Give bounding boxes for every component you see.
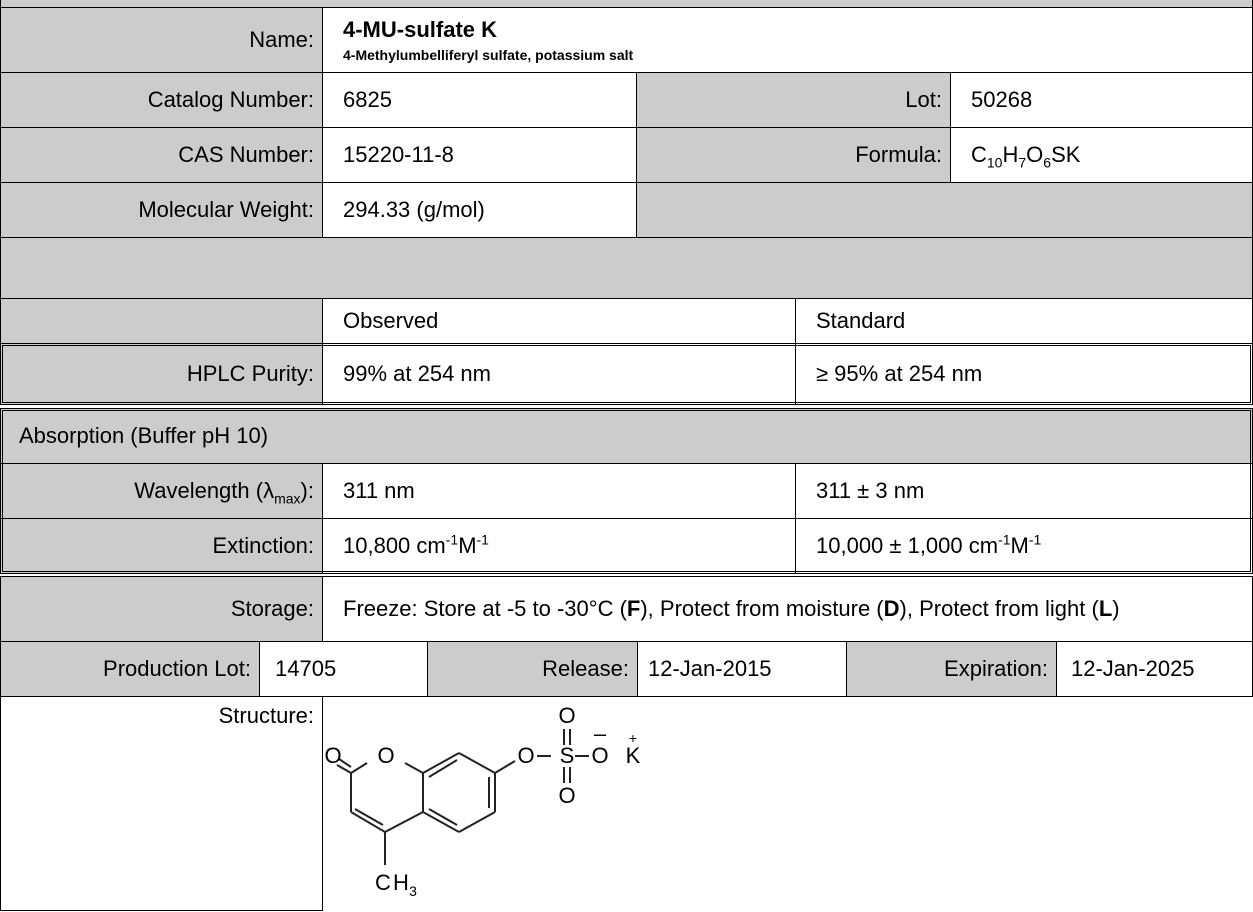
svg-text:O: O xyxy=(324,743,341,768)
storage-text: ) xyxy=(1112,595,1120,621)
lot-label: Lot: xyxy=(636,72,951,128)
wavelength-observed: 311 nm xyxy=(322,463,796,519)
observed-header: Observed xyxy=(322,298,796,344)
svg-text:+: + xyxy=(629,730,637,746)
header-blank xyxy=(0,298,323,344)
wavelength-label: Wavelength (λmax): xyxy=(0,463,323,519)
svg-text:O: O xyxy=(591,743,608,768)
svg-text:O: O xyxy=(558,783,575,808)
formula-element: C xyxy=(971,142,987,168)
formula-subscript: 7 xyxy=(1018,154,1027,171)
formula-subscript: 10 xyxy=(986,154,1003,171)
svg-text:H: H xyxy=(393,870,409,895)
name-value: 4-MU-sulfate K 4-Methylumbelliferyl sulf… xyxy=(322,7,1253,73)
structure-cell: O O O O S O O – K + C H 3 xyxy=(322,696,1253,911)
formula-element: SK xyxy=(1051,142,1081,168)
absorption-title: Absorption (Buffer pH 10) xyxy=(0,408,1253,464)
expiration-label: Expiration: xyxy=(846,641,1057,697)
product-full-name: 4-Methylumbelliferyl sulfate, potassium … xyxy=(343,46,634,63)
hplc-label: HPLC Purity: xyxy=(0,343,323,405)
svg-text:O: O xyxy=(558,703,575,728)
extinction-label: Extinction: xyxy=(0,518,323,574)
storage-code: D xyxy=(883,595,900,621)
standard-header: Standard xyxy=(795,298,1253,344)
storage-text: Freeze: Store at -5 to -30°C ( xyxy=(343,595,627,621)
mw-blank xyxy=(636,182,1253,238)
name-label: Name: xyxy=(0,7,323,73)
structure-label: Structure: xyxy=(0,696,323,911)
storage-code: L xyxy=(1098,595,1113,621)
catalog-label: Catalog Number: xyxy=(0,72,323,128)
svg-text:O: O xyxy=(377,743,394,768)
storage-value: Freeze: Store at -5 to -30°C (F), Protec… xyxy=(322,576,1253,642)
storage-label: Storage: xyxy=(0,576,323,642)
svg-text:O: O xyxy=(517,743,534,768)
cas-label: CAS Number: xyxy=(0,127,323,183)
extinction-standard: 10,000 ± 1,000 cm-1M-1 xyxy=(795,518,1253,574)
formula-label: Formula: xyxy=(636,127,951,183)
extinction-observed: 10,800 cm-1M-1 xyxy=(322,518,796,574)
release-label: Release: xyxy=(427,641,638,697)
storage-text: ), Protect from light ( xyxy=(899,595,1099,621)
product-name: 4-MU-sulfate K xyxy=(343,17,498,43)
svg-text:3: 3 xyxy=(409,883,417,899)
svg-text:C: C xyxy=(375,870,391,895)
expiration-value: 12-Jan-2025 xyxy=(1056,641,1253,697)
wavelength-standard: 311 ± 3 nm xyxy=(795,463,1253,519)
storage-text: ), Protect from moisture ( xyxy=(640,595,884,621)
svg-text:K: K xyxy=(626,743,641,768)
storage-code: F xyxy=(626,595,641,621)
formula-element: O xyxy=(1026,142,1044,168)
structure-drawing: O O O O S O O – K + C H 3 xyxy=(324,703,641,899)
production-lot-label: Production Lot: xyxy=(0,641,260,697)
spacer-row xyxy=(0,237,1253,299)
cas-value: 15220-11-8 xyxy=(322,127,637,183)
mw-value: 294.33 (g/mol) xyxy=(322,182,637,238)
formula-value: C10H7O6SK xyxy=(950,127,1253,183)
lot-value: 50268 xyxy=(950,72,1253,128)
hplc-observed: 99% at 254 nm xyxy=(322,343,796,405)
catalog-value: 6825 xyxy=(322,72,637,128)
svg-text:S: S xyxy=(560,743,575,768)
formula-subscript: 6 xyxy=(1043,154,1052,171)
production-lot-value: 14705 xyxy=(259,641,428,697)
hplc-standard: ≥ 95% at 254 nm xyxy=(795,343,1253,405)
formula-element: H xyxy=(1002,142,1019,168)
release-value: 12-Jan-2015 xyxy=(637,641,847,697)
mw-label: Molecular Weight: xyxy=(0,182,323,238)
svg-text:–: – xyxy=(594,721,607,746)
